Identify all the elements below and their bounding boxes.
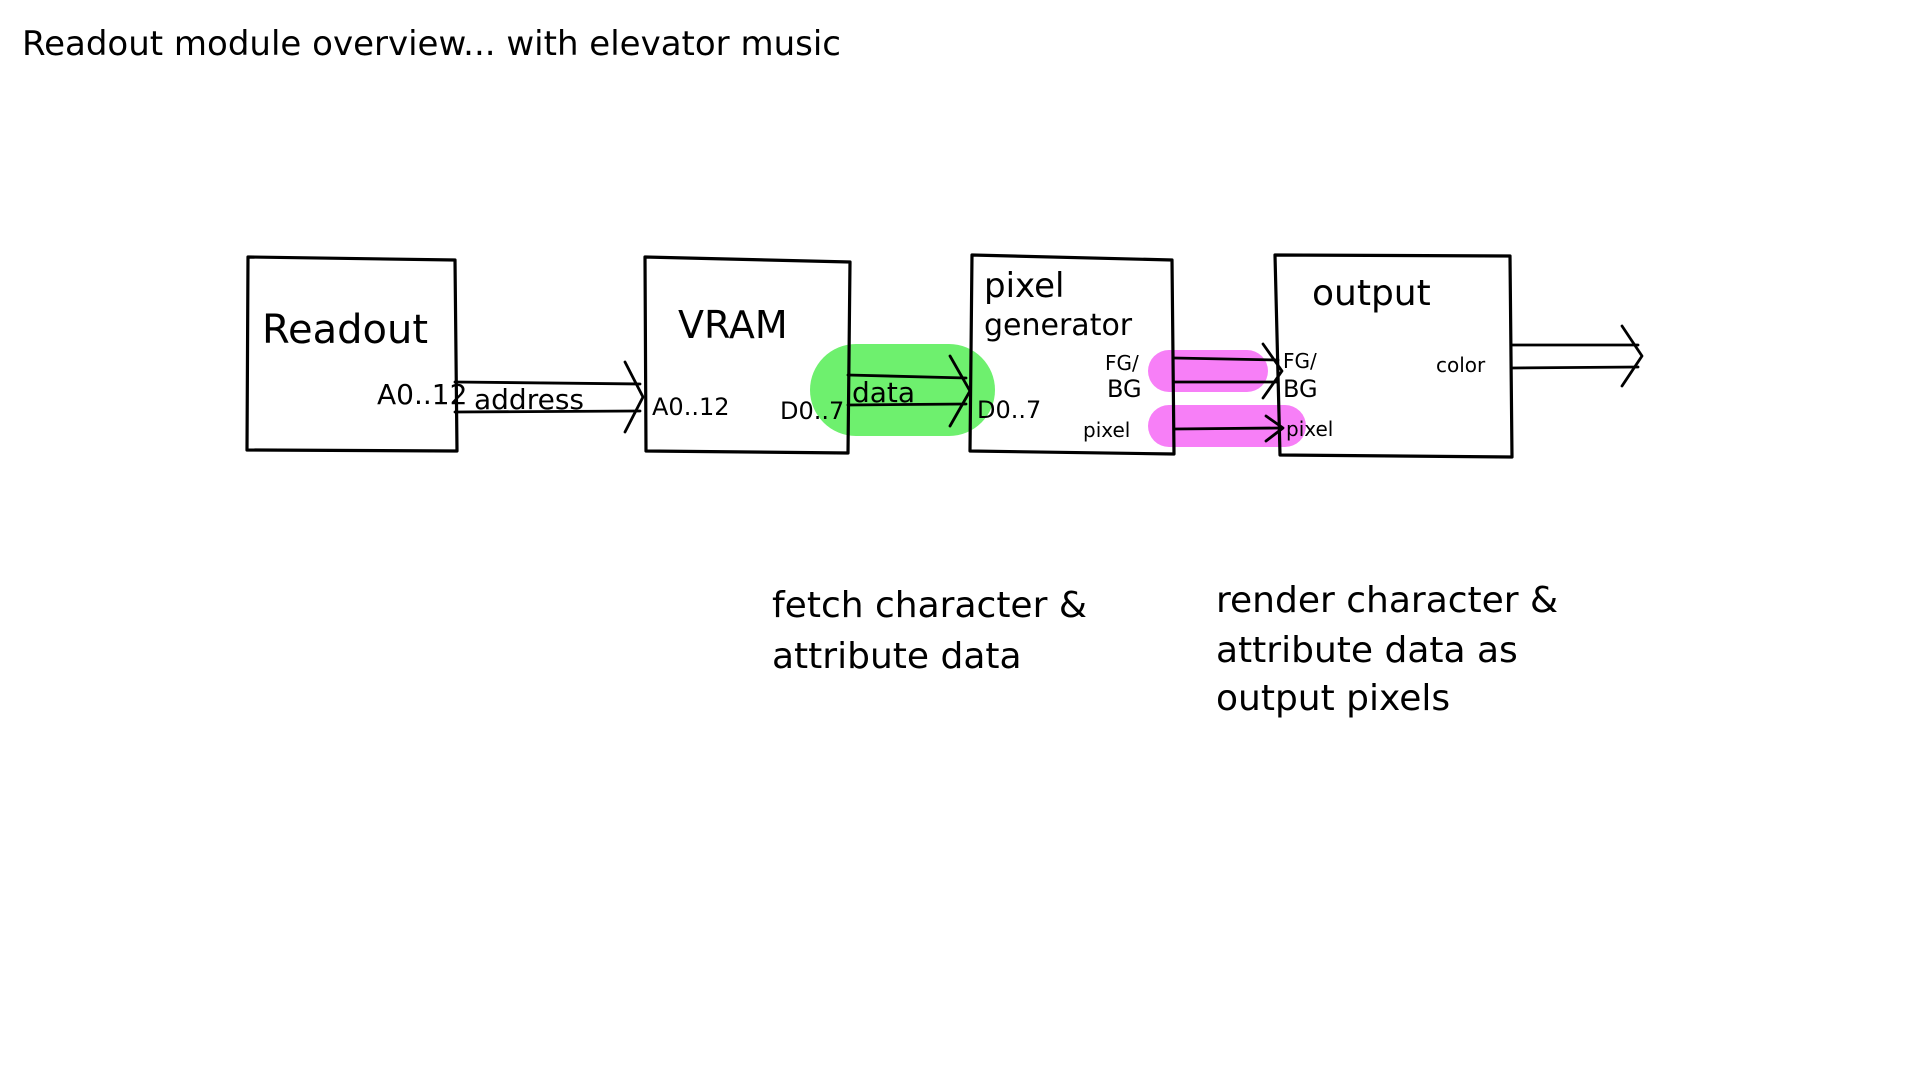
pixel-generator-block: pixel generator D0..7 FG/ BG pixel [968, 253, 1176, 456]
color-output-arrow [1510, 324, 1644, 388]
pixel-generator-port-fgbg-line1: FG/ [1105, 351, 1139, 375]
output-port-color: color [1436, 353, 1486, 377]
fetch-note-line2: attribute data [772, 636, 1022, 677]
fgbg-bus-line-top [1172, 356, 1280, 362]
data-bus-label: data [852, 376, 915, 409]
color-output-arrowhead [1620, 324, 1644, 388]
pixel-generator-box [968, 253, 1176, 456]
fgbg-wire-highlight [1148, 350, 1268, 392]
render-note: render character & attribute data as out… [1216, 580, 1558, 719]
address-bus-line-bottom [453, 409, 642, 414]
vram-port-address-in: A0..12 [652, 393, 729, 421]
output-port-pixel: pixel [1286, 417, 1333, 441]
color-output-line-bottom [1510, 365, 1640, 370]
vram-label: VRAM [678, 303, 788, 347]
output-label: output [1312, 273, 1431, 314]
fetch-note: fetch character & attribute data [772, 585, 1087, 677]
pixel-wire-arrowhead [1264, 414, 1285, 443]
diagram-title: Readout module overview... with elevator… [22, 24, 841, 64]
render-note-line3: output pixels [1216, 678, 1450, 719]
readout-label: Readout [262, 307, 428, 353]
vram-port-data-out: D0..7 [780, 397, 844, 425]
pixel-wire-line [1172, 426, 1282, 431]
pixel-generator-port-data-in: D0..7 [977, 396, 1041, 424]
fetch-note-line1: fetch character & [772, 585, 1087, 626]
address-bus-label: address [474, 383, 584, 416]
output-box [1273, 253, 1514, 459]
output-port-fgbg-line1: FG/ [1283, 349, 1317, 373]
render-note-line2: attribute data as [1216, 630, 1518, 671]
data-bus-highlight [810, 344, 995, 436]
address-bus-arrowhead [623, 360, 645, 434]
fgbg-bus-arrow [1172, 342, 1284, 400]
pixel-generator-port-fgbg-line2: BG [1107, 375, 1142, 403]
vram-block: VRAM A0..12 D0..7 [643, 255, 852, 455]
vram-box [643, 255, 852, 455]
address-bus-arrow: address [453, 360, 645, 434]
fgbg-bus-arrowhead [1261, 342, 1284, 400]
render-note-line1: render character & [1216, 580, 1558, 621]
pixel-wire-arrow [1172, 414, 1285, 443]
output-port-fgbg-line2: BG [1283, 375, 1318, 403]
pixel-generator-port-pixel: pixel [1083, 418, 1130, 442]
output-block: output FG/ BG pixel color [1273, 253, 1514, 459]
readout-box [245, 255, 459, 453]
pixel-generator-label-line1: pixel [984, 266, 1064, 306]
pixel-generator-label-line2: generator [984, 308, 1133, 343]
readout-block: Readout A0..12 [245, 255, 467, 453]
address-bus-line-top [453, 380, 642, 386]
data-bus-line-top [846, 373, 968, 380]
readout-port-address-out: A0..12 [377, 378, 467, 411]
data-bus-arrow: data [846, 354, 972, 428]
data-bus-line-bottom [846, 402, 968, 407]
